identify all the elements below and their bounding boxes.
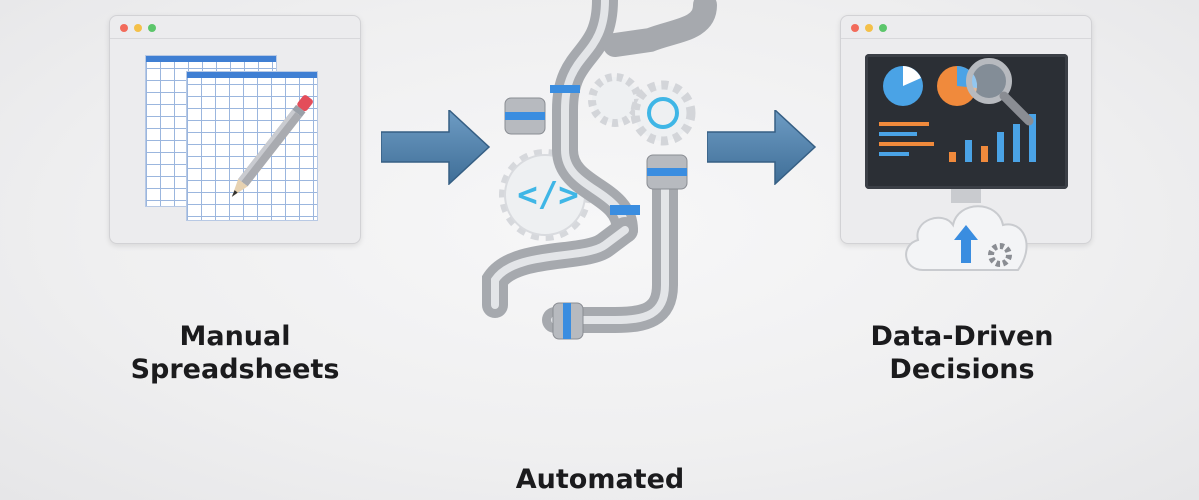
window-titlebar <box>841 16 1091 39</box>
stage-label-decisions: Data-Driven Decisions <box>870 321 1054 385</box>
pencil-icon <box>231 95 313 197</box>
window-close-dot <box>120 24 128 32</box>
stage-label-automated: Automated <box>515 464 685 495</box>
code-icon: </> <box>517 175 579 215</box>
window-minimize-dot <box>134 24 142 32</box>
monitor-stand <box>951 189 981 203</box>
dashboard-window <box>840 15 1092 244</box>
stage-label-manual: Manual Spreadsheets <box>130 321 340 385</box>
arrow-right-icon <box>707 110 817 185</box>
window-maximize-dot <box>148 24 156 32</box>
window-maximize-dot <box>879 24 887 32</box>
pipeline-icon <box>482 0 717 340</box>
arrow-right-icon <box>381 110 491 185</box>
gear-icon <box>988 243 1012 267</box>
window-close-dot <box>851 24 859 32</box>
window-minimize-dot <box>865 24 873 32</box>
window-titlebar <box>110 16 360 39</box>
spreadsheet-front <box>186 71 318 221</box>
magnifier-icon <box>966 58 1034 126</box>
spreadsheet-window <box>109 15 361 244</box>
cloud-upload-icon <box>905 205 1028 271</box>
